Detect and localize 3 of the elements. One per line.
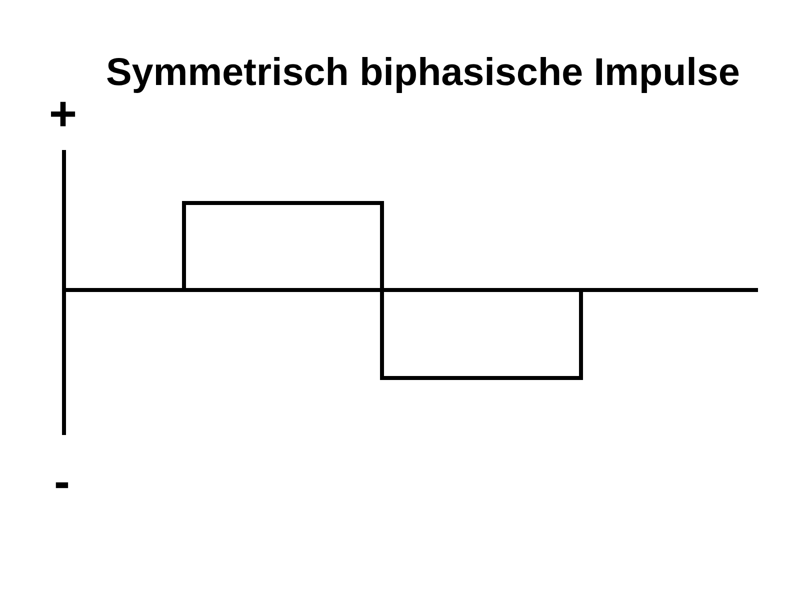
axis-sign: + [51, 102, 76, 126]
axis-sign: - [56, 482, 68, 488]
title: Symmetrisch biphasische Impulse [107, 56, 739, 94]
